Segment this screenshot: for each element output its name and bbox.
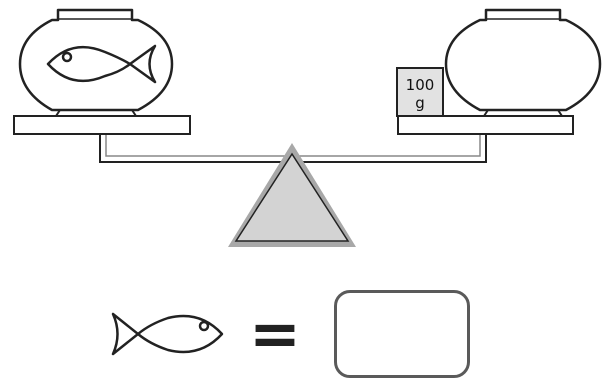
left-fishbowl-icon: [18, 8, 174, 117]
right-fishbowl-icon: [444, 8, 602, 117]
fish-icon: [46, 44, 157, 84]
right-pan: [397, 115, 574, 135]
weight-block: 100 g: [396, 67, 444, 117]
weight-amount: 100: [406, 76, 435, 94]
left-pan: [13, 115, 191, 135]
weight-unit: g: [415, 94, 425, 112]
fulcrum-triangle: [228, 143, 356, 247]
equals-sign: =: [249, 297, 301, 370]
answer-input-box[interactable]: [334, 290, 470, 378]
equation-fish-icon: [111, 312, 224, 356]
